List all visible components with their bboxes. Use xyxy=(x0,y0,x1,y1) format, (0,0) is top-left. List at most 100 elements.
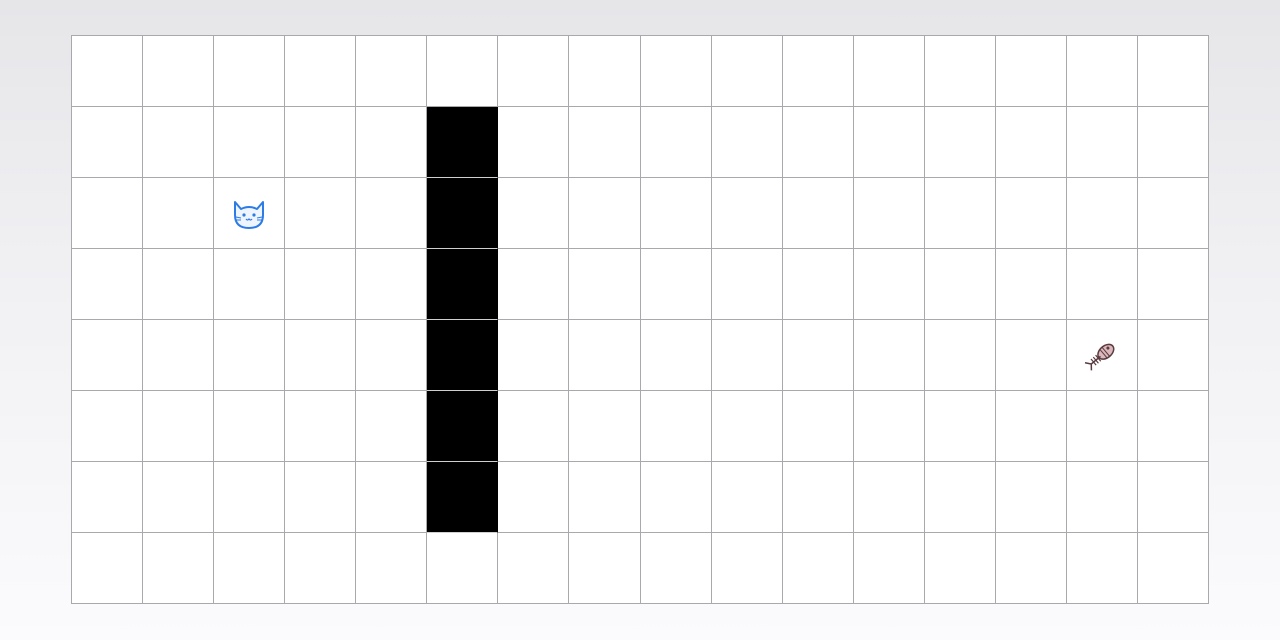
grid-cell[interactable] xyxy=(356,462,428,533)
grid-cell[interactable] xyxy=(782,391,854,462)
grid-cell[interactable] xyxy=(711,107,783,178)
grid-cell[interactable] xyxy=(853,320,925,391)
grid-cell[interactable] xyxy=(356,533,428,604)
grid-cell[interactable] xyxy=(995,107,1067,178)
grid-cell[interactable] xyxy=(782,462,854,533)
grid-cell[interactable] xyxy=(214,107,286,178)
grid-cell[interactable] xyxy=(72,320,144,391)
grid-cell[interactable] xyxy=(72,36,144,107)
grid-cell[interactable] xyxy=(711,178,783,249)
grid-cell[interactable] xyxy=(1066,320,1138,391)
grid-cell[interactable] xyxy=(924,107,996,178)
grid-cell[interactable] xyxy=(924,462,996,533)
grid-cell[interactable] xyxy=(711,533,783,604)
grid-cell[interactable] xyxy=(782,320,854,391)
grid-cell[interactable] xyxy=(356,36,428,107)
grid-cell[interactable] xyxy=(214,391,286,462)
grid-cell[interactable] xyxy=(356,320,428,391)
grid-cell[interactable] xyxy=(569,320,641,391)
grid-cell[interactable] xyxy=(285,391,357,462)
grid-cell[interactable] xyxy=(214,462,286,533)
grid-cell[interactable] xyxy=(640,107,712,178)
grid-cell[interactable] xyxy=(1066,462,1138,533)
grid-cell[interactable] xyxy=(498,36,570,107)
grid-cell[interactable] xyxy=(427,533,499,604)
grid-cell[interactable] xyxy=(995,36,1067,107)
grid-cell[interactable] xyxy=(995,178,1067,249)
grid-cell[interactable] xyxy=(569,391,641,462)
grid-cell[interactable] xyxy=(853,36,925,107)
grid-cell[interactable] xyxy=(143,36,215,107)
grid-cell[interactable] xyxy=(640,533,712,604)
grid-cell[interactable] xyxy=(640,391,712,462)
grid-cell[interactable] xyxy=(498,178,570,249)
grid-cell[interactable] xyxy=(924,391,996,462)
grid-cell[interactable] xyxy=(924,36,996,107)
grid-cell[interactable] xyxy=(569,249,641,320)
grid-cell[interactable] xyxy=(1137,462,1209,533)
grid-cell[interactable] xyxy=(356,178,428,249)
grid-cell[interactable] xyxy=(569,533,641,604)
grid-cell[interactable] xyxy=(498,391,570,462)
grid-cell[interactable] xyxy=(1137,36,1209,107)
grid-cell[interactable] xyxy=(1137,391,1209,462)
grid-cell[interactable] xyxy=(214,36,286,107)
grid-cell[interactable] xyxy=(640,178,712,249)
grid-cell[interactable] xyxy=(782,107,854,178)
grid-cell[interactable] xyxy=(995,391,1067,462)
grid-cell[interactable] xyxy=(711,249,783,320)
grid-cell[interactable] xyxy=(72,107,144,178)
grid-cell[interactable] xyxy=(1137,178,1209,249)
grid-cell[interactable] xyxy=(924,249,996,320)
grid-cell[interactable] xyxy=(782,36,854,107)
grid-cell[interactable] xyxy=(72,178,144,249)
grid-cell[interactable] xyxy=(143,320,215,391)
grid-cell[interactable] xyxy=(285,462,357,533)
grid-cell[interactable] xyxy=(711,391,783,462)
grid-cell[interactable] xyxy=(285,533,357,604)
grid-cell[interactable] xyxy=(285,107,357,178)
grid-cell[interactable] xyxy=(356,249,428,320)
grid-cell[interactable] xyxy=(569,462,641,533)
grid-cell[interactable] xyxy=(285,320,357,391)
grid-cell[interactable] xyxy=(498,320,570,391)
grid-cell[interactable] xyxy=(143,178,215,249)
grid-cell[interactable] xyxy=(1137,533,1209,604)
grid-cell[interactable] xyxy=(711,36,783,107)
grid-cell[interactable] xyxy=(356,391,428,462)
grid-cell[interactable] xyxy=(995,462,1067,533)
grid-cell[interactable] xyxy=(498,533,570,604)
grid-cell[interactable] xyxy=(285,249,357,320)
grid-cell[interactable] xyxy=(1137,320,1209,391)
grid-cell[interactable] xyxy=(214,249,286,320)
grid-cell[interactable] xyxy=(782,249,854,320)
grid-cell[interactable] xyxy=(427,36,499,107)
grid-cell[interactable] xyxy=(1066,36,1138,107)
grid-cell[interactable] xyxy=(72,533,144,604)
grid-cell[interactable] xyxy=(853,391,925,462)
grid-cell[interactable] xyxy=(143,533,215,604)
grid-cell[interactable] xyxy=(1066,391,1138,462)
grid-cell[interactable] xyxy=(640,249,712,320)
grid-cell[interactable] xyxy=(143,462,215,533)
grid-cell[interactable] xyxy=(1066,249,1138,320)
grid-cell[interactable] xyxy=(498,107,570,178)
grid-cell[interactable] xyxy=(569,107,641,178)
grid-cell[interactable] xyxy=(640,320,712,391)
grid-cell[interactable] xyxy=(569,178,641,249)
grid-cell[interactable] xyxy=(711,320,783,391)
grid-cell[interactable] xyxy=(924,320,996,391)
grid-cell[interactable] xyxy=(1066,533,1138,604)
grid-cell[interactable] xyxy=(498,462,570,533)
grid-cell[interactable] xyxy=(1066,178,1138,249)
grid-cell[interactable] xyxy=(995,249,1067,320)
grid-cell[interactable] xyxy=(214,320,286,391)
grid-cell[interactable] xyxy=(214,178,286,249)
grid-cell[interactable] xyxy=(853,462,925,533)
grid-cell[interactable] xyxy=(853,178,925,249)
grid-cell[interactable] xyxy=(782,178,854,249)
grid-cell[interactable] xyxy=(285,36,357,107)
grid-cell[interactable] xyxy=(214,533,286,604)
grid-cell[interactable] xyxy=(498,249,570,320)
grid-cell[interactable] xyxy=(356,107,428,178)
